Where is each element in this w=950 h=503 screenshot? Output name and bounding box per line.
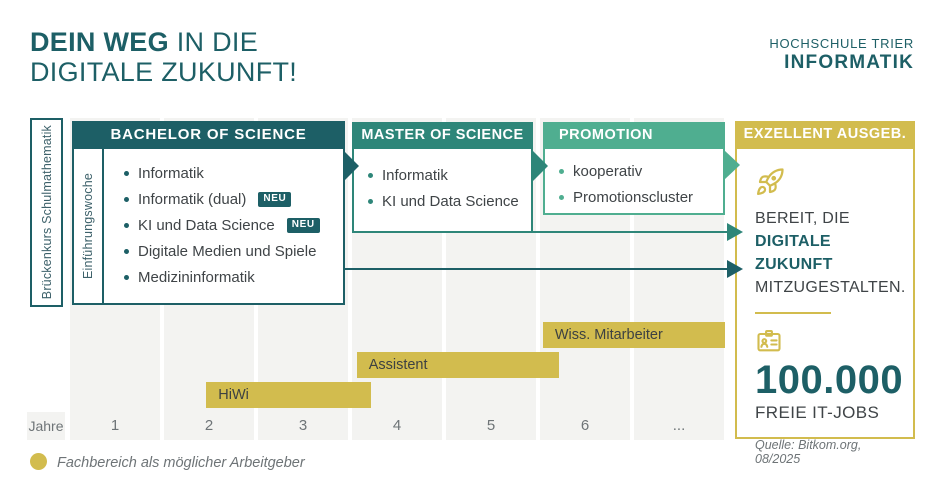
axis-label-cell: Jahre [27, 412, 65, 440]
list-item: kooperativ [559, 158, 723, 184]
outcome-message-line3: MITZUGESTALTEN. [755, 279, 906, 296]
stat-value: 100.000 [755, 358, 904, 402]
source-note: Quelle: Bitkom.org, 08/2025 [755, 438, 862, 466]
bullet-icon [124, 274, 129, 280]
intro-week-label: Einführungswoche [81, 172, 95, 280]
promotion-box: kooperativ Promotionscluster [543, 147, 725, 215]
rocket-icon [757, 168, 784, 195]
bachelor-to-master-arrow-icon [344, 151, 359, 181]
stat-label: FREIE IT-JOBS [755, 403, 880, 422]
divider [755, 312, 831, 314]
master-to-outcome-line [533, 231, 728, 233]
bullet-icon [559, 194, 564, 200]
program-label: Informatik (dual) [138, 190, 247, 208]
bachelor-to-outcome-line [343, 268, 728, 270]
bullet-icon [368, 198, 373, 204]
master-to-outcome-arrow-icon [727, 223, 743, 241]
bachelor-header: BACHELOR OF SCIENCE [72, 121, 345, 147]
legend-color-icon [30, 453, 47, 470]
outcome-header: EXZELLENT AUSGEB. [735, 121, 915, 147]
year-label-1: 1 [110, 417, 120, 434]
outcome-box: BEREIT, DIE DIGITALE ZUKUNFT MITZUGESTAL… [735, 147, 915, 466]
id-badge-icon [757, 330, 781, 352]
program-label: Informatik [138, 164, 204, 182]
bullet-icon [124, 222, 129, 228]
outcome-message-line1: BEREIT, DIE [755, 210, 850, 227]
year-label-6: 6 [580, 417, 590, 434]
program-label: KI und Data Science [138, 216, 275, 234]
page-title-line1: DEIN WEG IN DIE [30, 27, 297, 57]
program-label: kooperativ [573, 162, 643, 180]
outcome-message-line2: DIGITALE ZUKUNFT [755, 233, 833, 273]
list-item: KI und Data Science [368, 188, 531, 214]
brand-line1: HOCHSCHULE TRIER [769, 36, 914, 51]
master-header: MASTER OF SCIENCE [352, 122, 533, 147]
list-item: KI und Data Science NEU [124, 212, 343, 238]
list-item: Informatik (dual) NEU [124, 186, 343, 212]
program-label: Promotionscluster [573, 188, 694, 206]
new-badge: NEU [258, 191, 292, 207]
bullet-icon [124, 170, 129, 176]
brand-logo: HOCHSCHULE TRIER INFORMATIK [769, 36, 914, 74]
list-item: Informatik [124, 160, 343, 186]
list-item: Promotionscluster [559, 184, 723, 210]
master-box: Informatik KI und Data Science [352, 147, 533, 233]
year-label-3: 3 [298, 417, 308, 434]
gantt-bar-assistent: Assistent [356, 352, 559, 378]
intro-week-strip: Einführungswoche [74, 149, 104, 303]
bullet-icon [124, 248, 129, 254]
list-item: Medizininformatik [124, 264, 343, 290]
promotion-header: PROMOTION [543, 122, 725, 147]
master-to-promotion-arrow-icon [533, 151, 548, 181]
program-label: Medizininformatik [138, 268, 255, 286]
bachelor-to-outcome-arrow-icon [727, 260, 743, 278]
list-item: Digitale Medien und Spiele [124, 238, 343, 264]
bachelor-program-list: Informatik Informatik (dual) NEU KI und D… [104, 149, 343, 303]
bridge-course-label: Brückenkurs Schulmathematik [39, 125, 54, 300]
page-title-line2: DIGITALE ZUKUNFT! [30, 57, 298, 87]
year-label-more: ... [672, 417, 686, 434]
page-title: DEIN WEG IN DIE DIGITALE ZUKUNFT! [30, 27, 297, 87]
gantt-bar-wiss-mitarbeiter: Wiss. Mitarbeiter [542, 322, 726, 348]
outcome-message: BEREIT, DIE DIGITALE ZUKUNFT MITZUGESTAL… [755, 207, 906, 299]
master-program-list: Informatik KI und Data Science [368, 162, 531, 214]
promotion-to-outcome-arrow-icon [724, 150, 740, 180]
bridge-course-box: Brückenkurs Schulmathematik [30, 118, 63, 307]
legend-label: Fachbereich als möglicher Arbeitgeber [57, 455, 305, 471]
program-label: KI und Data Science [382, 192, 519, 210]
bullet-icon [124, 196, 129, 202]
bullet-icon [368, 172, 373, 178]
gantt-bar-hiwi: HiWi [206, 382, 371, 408]
axis-label: Jahre [28, 418, 64, 434]
page-title-rest: IN DIE [176, 27, 259, 57]
brand-line2: INFORMATIK [784, 52, 914, 73]
bachelor-box: Einführungswoche Informatik Informatik (… [72, 147, 345, 305]
new-badge: NEU [286, 217, 320, 233]
program-label: Digitale Medien und Spiele [138, 242, 317, 260]
page-title-bold: DEIN WEG [30, 27, 169, 57]
list-item: Informatik [368, 162, 531, 188]
promotion-list: kooperativ Promotionscluster [559, 158, 723, 210]
bullet-icon [559, 168, 564, 174]
year-label-2: 2 [204, 417, 214, 434]
year-label-4: 4 [392, 417, 402, 434]
year-label-5: 5 [486, 417, 496, 434]
program-label: Informatik [382, 166, 448, 184]
